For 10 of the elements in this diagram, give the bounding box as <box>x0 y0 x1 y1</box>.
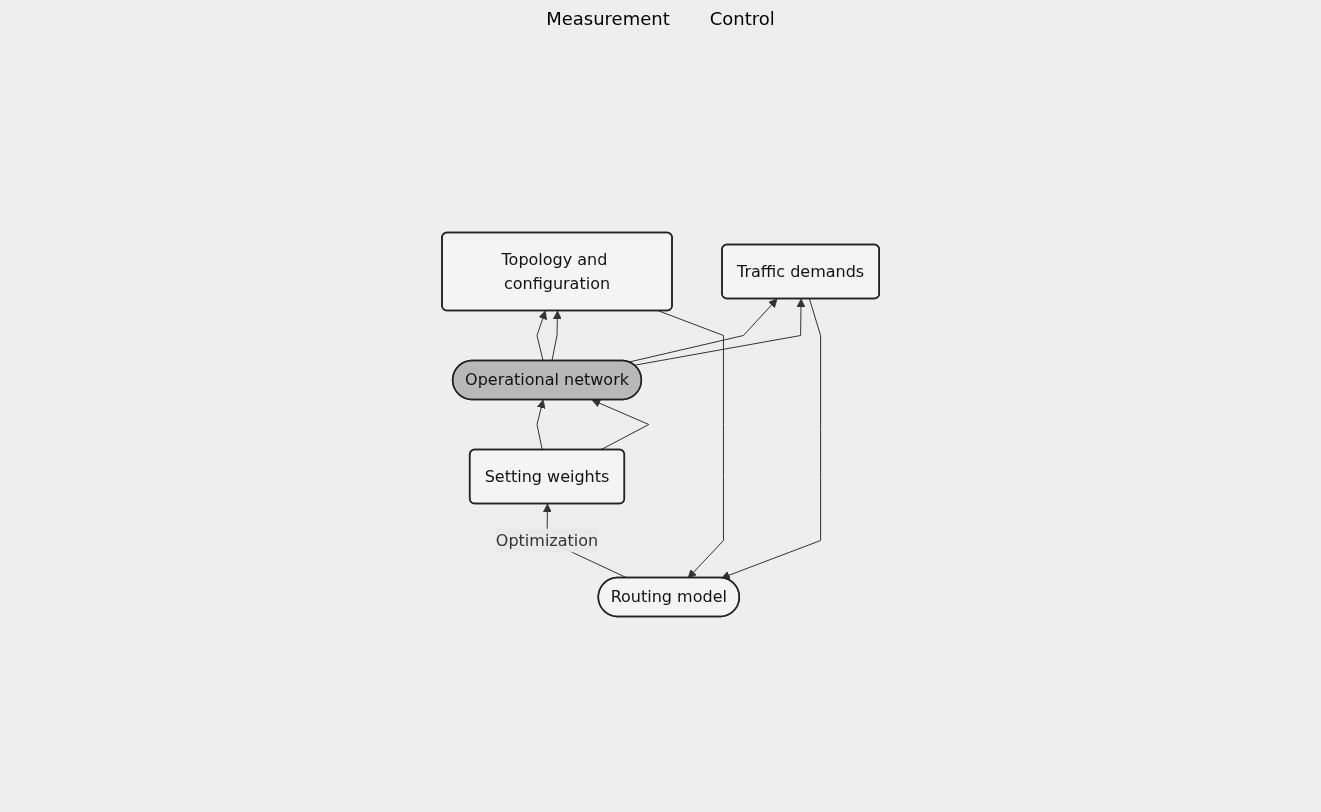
annotation-text: Measurement <box>546 8 670 29</box>
arrow <box>536 399 546 451</box>
arrow <box>721 298 821 580</box>
annotation-text: Control <box>709 8 775 29</box>
arrow <box>591 399 650 451</box>
arrow <box>628 298 778 363</box>
arrow <box>536 310 547 362</box>
edge-label: Optimization <box>495 530 599 550</box>
arrow <box>658 310 724 579</box>
arrow <box>551 310 562 362</box>
